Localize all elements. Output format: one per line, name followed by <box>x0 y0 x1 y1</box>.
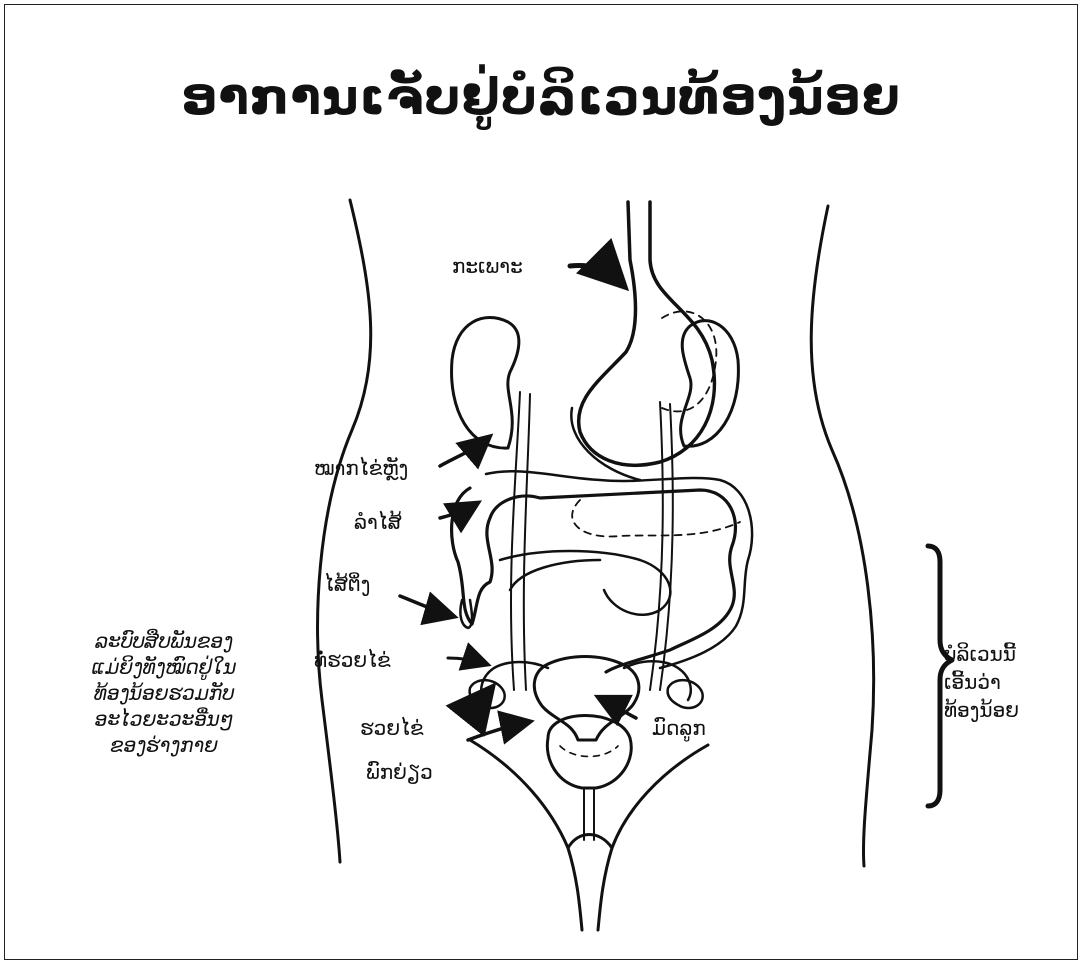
colon-dashed <box>572 500 740 537</box>
label-fallopian-tube: ທໍ່ຮວຍໄຂ່ <box>314 650 391 670</box>
left-note: ລະບົບສືບພັນຂອງ ແມ່ຍິງທັງໝົດຢູ່ໃນ ທ້ອງນ້ອ… <box>44 628 284 758</box>
right-note-line: ທ້ອງນ້ອຍ <box>944 696 1074 724</box>
right-note-line: ບໍລິເວນນີ້ <box>944 640 1074 668</box>
label-intestine: ລຳໄສ້ <box>354 512 402 532</box>
body-outline-right <box>811 206 873 866</box>
label-ovary: ຮວຍໄຂ່ <box>360 718 424 738</box>
ovary-right <box>668 680 703 708</box>
left-note-line: ຂອງຮ່າງກາຍ <box>44 732 284 758</box>
leg-outline-right <box>598 745 708 930</box>
stomach-outline <box>579 202 715 465</box>
right-note: ບໍລິເວນນີ້ ເອີ້ນວ່າ ທ້ອງນ້ອຍ <box>944 640 1074 724</box>
left-note-line: ລະບົບສືບພັນຂອງ <box>44 628 284 654</box>
left-note-line: ທ້ອງນ້ອຍຮວມກັບ <box>44 680 284 706</box>
arrow-bladder <box>468 722 528 740</box>
arrow-tube <box>448 658 486 664</box>
ureter-left <box>511 392 530 690</box>
colon-outline <box>452 488 736 672</box>
kidney-right <box>681 321 739 447</box>
pubic-outline <box>568 835 612 849</box>
label-stomach: ກະເພາະ <box>452 256 523 276</box>
urethra <box>584 788 594 840</box>
left-note-line: ອະໄວຍະວະອື່ນໆ <box>44 706 284 732</box>
label-kidney: ໝາກໄຂ່ຫຼັງ <box>314 458 408 478</box>
ureter-right <box>650 402 673 690</box>
label-bladder: ພົກຍ່ຽວ <box>366 762 433 782</box>
arrow-stomach <box>570 266 622 284</box>
bladder-dashed <box>560 746 618 757</box>
right-note-line: ເອີ້ນວ່າ <box>944 668 1074 696</box>
label-uterus: ມົດລູກ <box>652 718 706 738</box>
kidney-left <box>452 318 519 449</box>
leg-outline-left <box>470 740 582 930</box>
bladder-outline <box>547 716 631 789</box>
left-note-line: ແມ່ຍິງທັງໝົດຢູ່ໃນ <box>44 654 284 680</box>
label-appendix: ໄສ້ຕິ່ງ <box>324 574 370 594</box>
arrow-kidney <box>440 438 488 466</box>
arrow-intestine <box>440 504 476 518</box>
arrow-appendix <box>400 596 452 616</box>
